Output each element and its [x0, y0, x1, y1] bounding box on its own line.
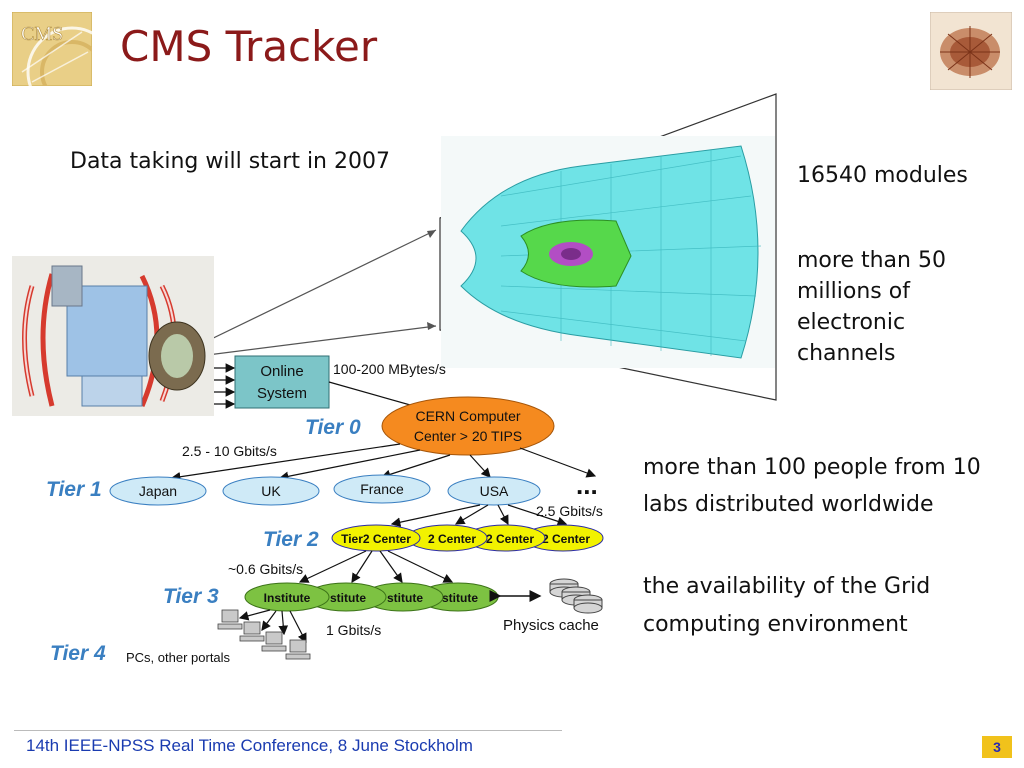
fact-grid-line: the availability of the Grid — [643, 574, 931, 599]
tier2-center: 2 Center — [542, 532, 590, 546]
tier1-site-usa: USA — [480, 483, 509, 499]
pc-icons — [217, 609, 311, 660]
fact-grid-line: computing environment — [643, 612, 908, 637]
fact-grid: the availability of the Grid computing e… — [643, 568, 930, 644]
rate-tier4: 1 Gbits/s — [326, 622, 381, 638]
online-system-label: System — [257, 385, 307, 402]
tier2-label: Tier 2 — [263, 528, 319, 551]
footer-divider — [14, 730, 562, 731]
fact-people-line: labs distributed worldwide — [643, 492, 934, 517]
rate-tier1: 2.5 - 10 Gbits/s — [182, 443, 277, 459]
cern-center-ellipse — [381, 396, 555, 456]
rate-detector: 100-200 MBytes/s — [333, 361, 446, 377]
fact-channels-line: more than 50 — [797, 248, 946, 273]
tier2-center: Tier2 Center — [341, 532, 411, 546]
tier1-site-japan: Japan — [139, 483, 177, 499]
tier3-institute: Institute — [264, 591, 311, 605]
fact-modules: 16540 modules — [797, 163, 968, 188]
tier3-institute: stitute — [330, 591, 366, 605]
tier1-site-uk: UK — [261, 483, 281, 499]
fact-channels-line: electronic — [797, 310, 906, 335]
fact-people: more than 100 people from 10 labs distri… — [643, 449, 981, 523]
cms-detector-image — [12, 256, 214, 416]
tier4-label: Tier 4 — [50, 642, 106, 665]
physics-cache-disks — [549, 578, 603, 614]
page-number: 3 — [982, 736, 1012, 758]
tier3-institute: stitute — [387, 591, 423, 605]
slide-title: CMS Tracker — [120, 22, 378, 71]
rate-tier2: 2.5 Gbits/s — [536, 503, 603, 519]
tracker-thumbnail-image — [929, 11, 1013, 91]
footer-text: 14th IEEE-NPSS Real Time Conference, 8 J… — [26, 736, 473, 755]
pcs-label: PCs, other portals — [126, 650, 231, 665]
cms-logo-text: CMS — [21, 23, 63, 45]
tracker-render-image — [441, 136, 775, 368]
tier0-label: Tier 0 — [305, 416, 361, 439]
grid-tier-diagram: Online System 100-200 MBytes/s CERN Comp… — [46, 355, 604, 665]
fact-channels-line: channels — [797, 341, 896, 366]
tier2-center: 2 Center — [428, 532, 476, 546]
intro-text: Data taking will start in 2007 — [70, 149, 390, 174]
tier1-site-france: France — [360, 481, 404, 497]
tier1-label: Tier 1 — [46, 478, 102, 501]
tier2-center: 2 Center — [486, 532, 534, 546]
fact-channels-line: millions of — [797, 279, 910, 304]
cern-center-label: CERN Computer — [415, 408, 520, 424]
more-sites-ellipsis: ... — [576, 470, 598, 500]
physics-cache-label: Physics cache — [503, 617, 599, 634]
fact-channels: more than 50 millions of electronic chan… — [797, 245, 946, 369]
cern-center-label: Center > 20 TIPS — [414, 428, 522, 444]
online-system-label: Online — [260, 363, 303, 380]
tier3-label: Tier 3 — [163, 585, 219, 608]
online-system-box — [234, 355, 330, 409]
tier3-institute: stitute — [442, 591, 478, 605]
fact-people-line: more than 100 people from 10 — [643, 455, 981, 480]
rate-tier3: ~0.6 Gbits/s — [228, 561, 303, 577]
